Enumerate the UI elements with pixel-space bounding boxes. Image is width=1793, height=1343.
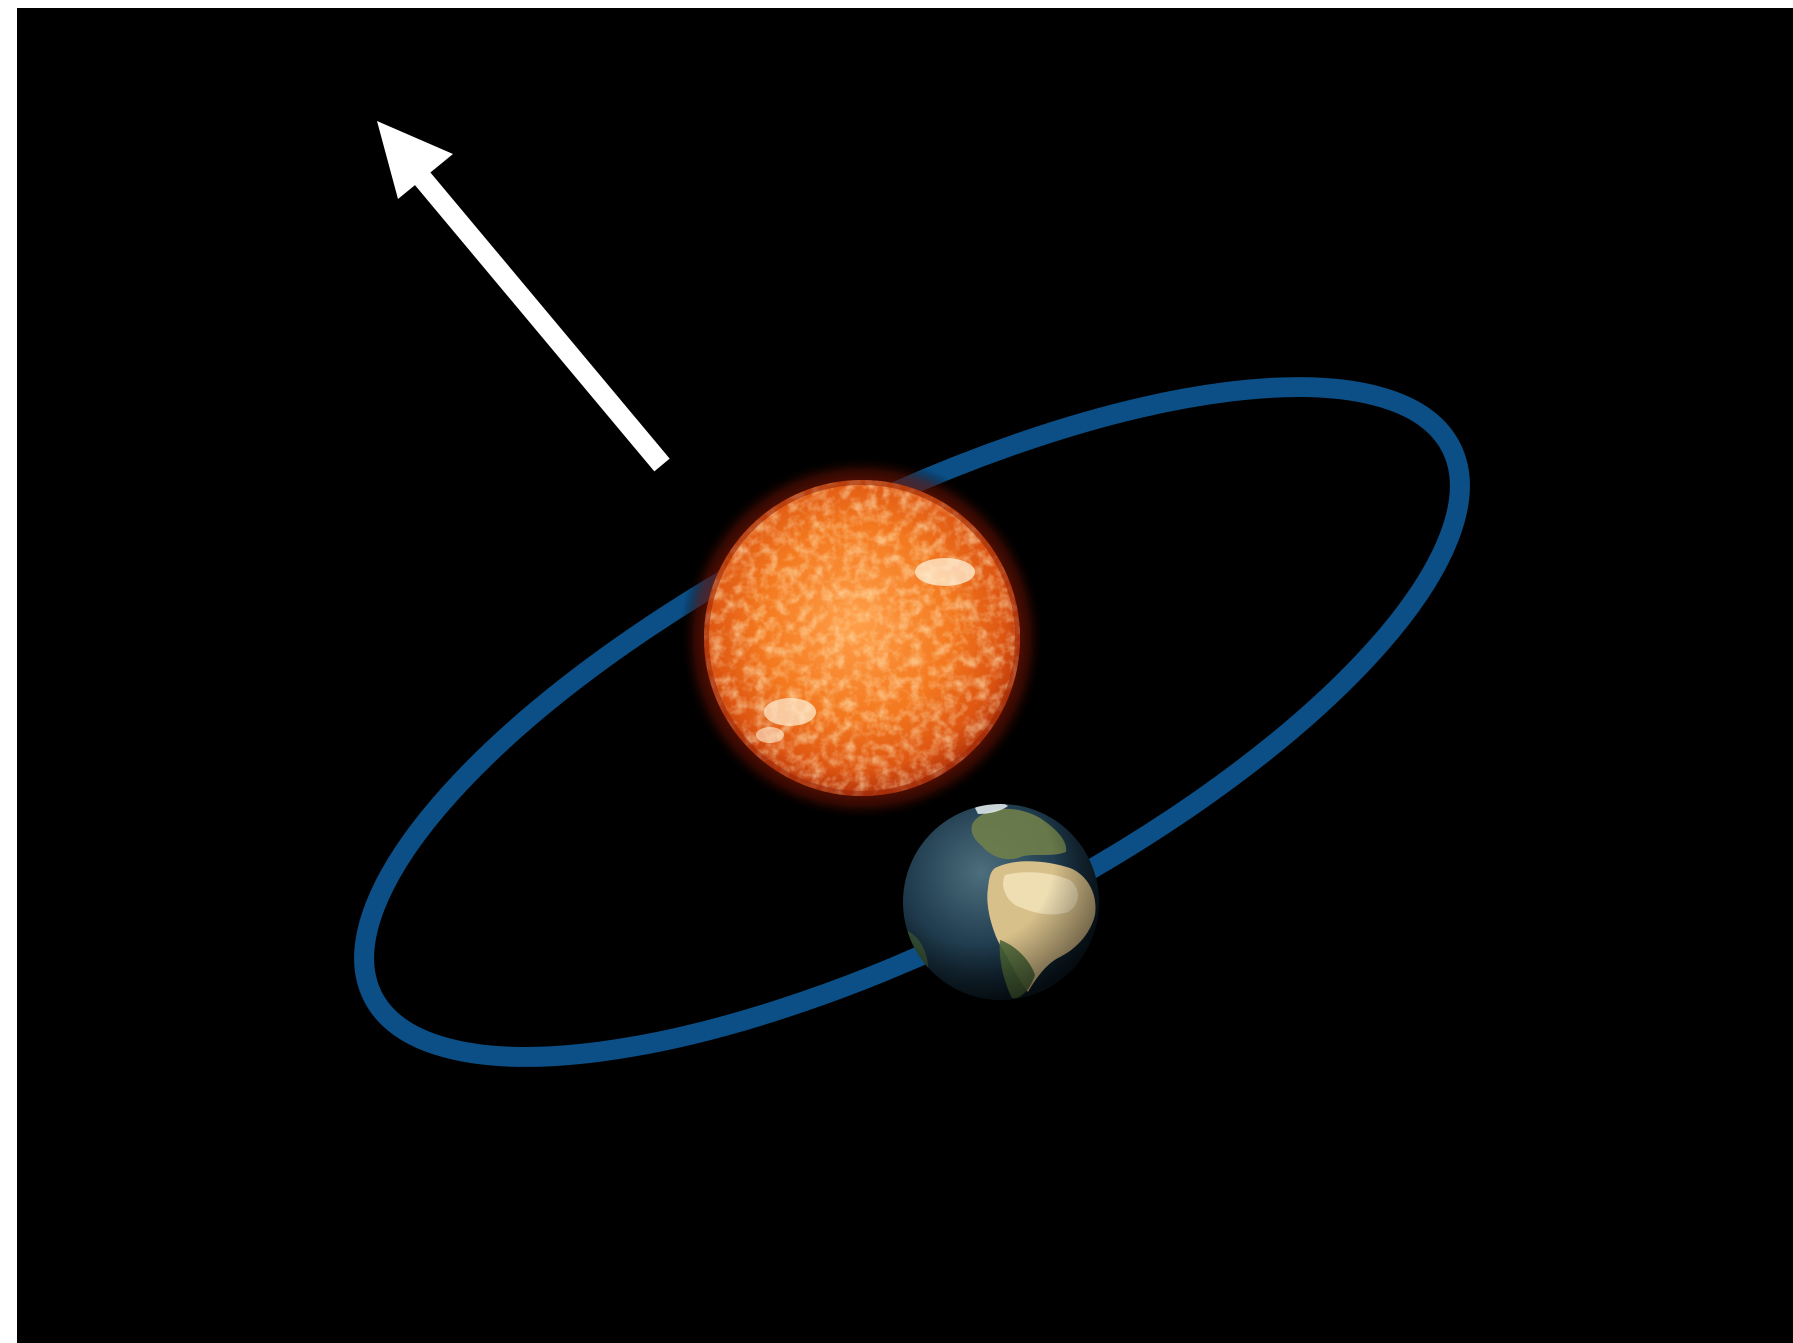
earth [903,804,1099,1000]
arrow [377,121,670,472]
sun [680,456,1044,820]
